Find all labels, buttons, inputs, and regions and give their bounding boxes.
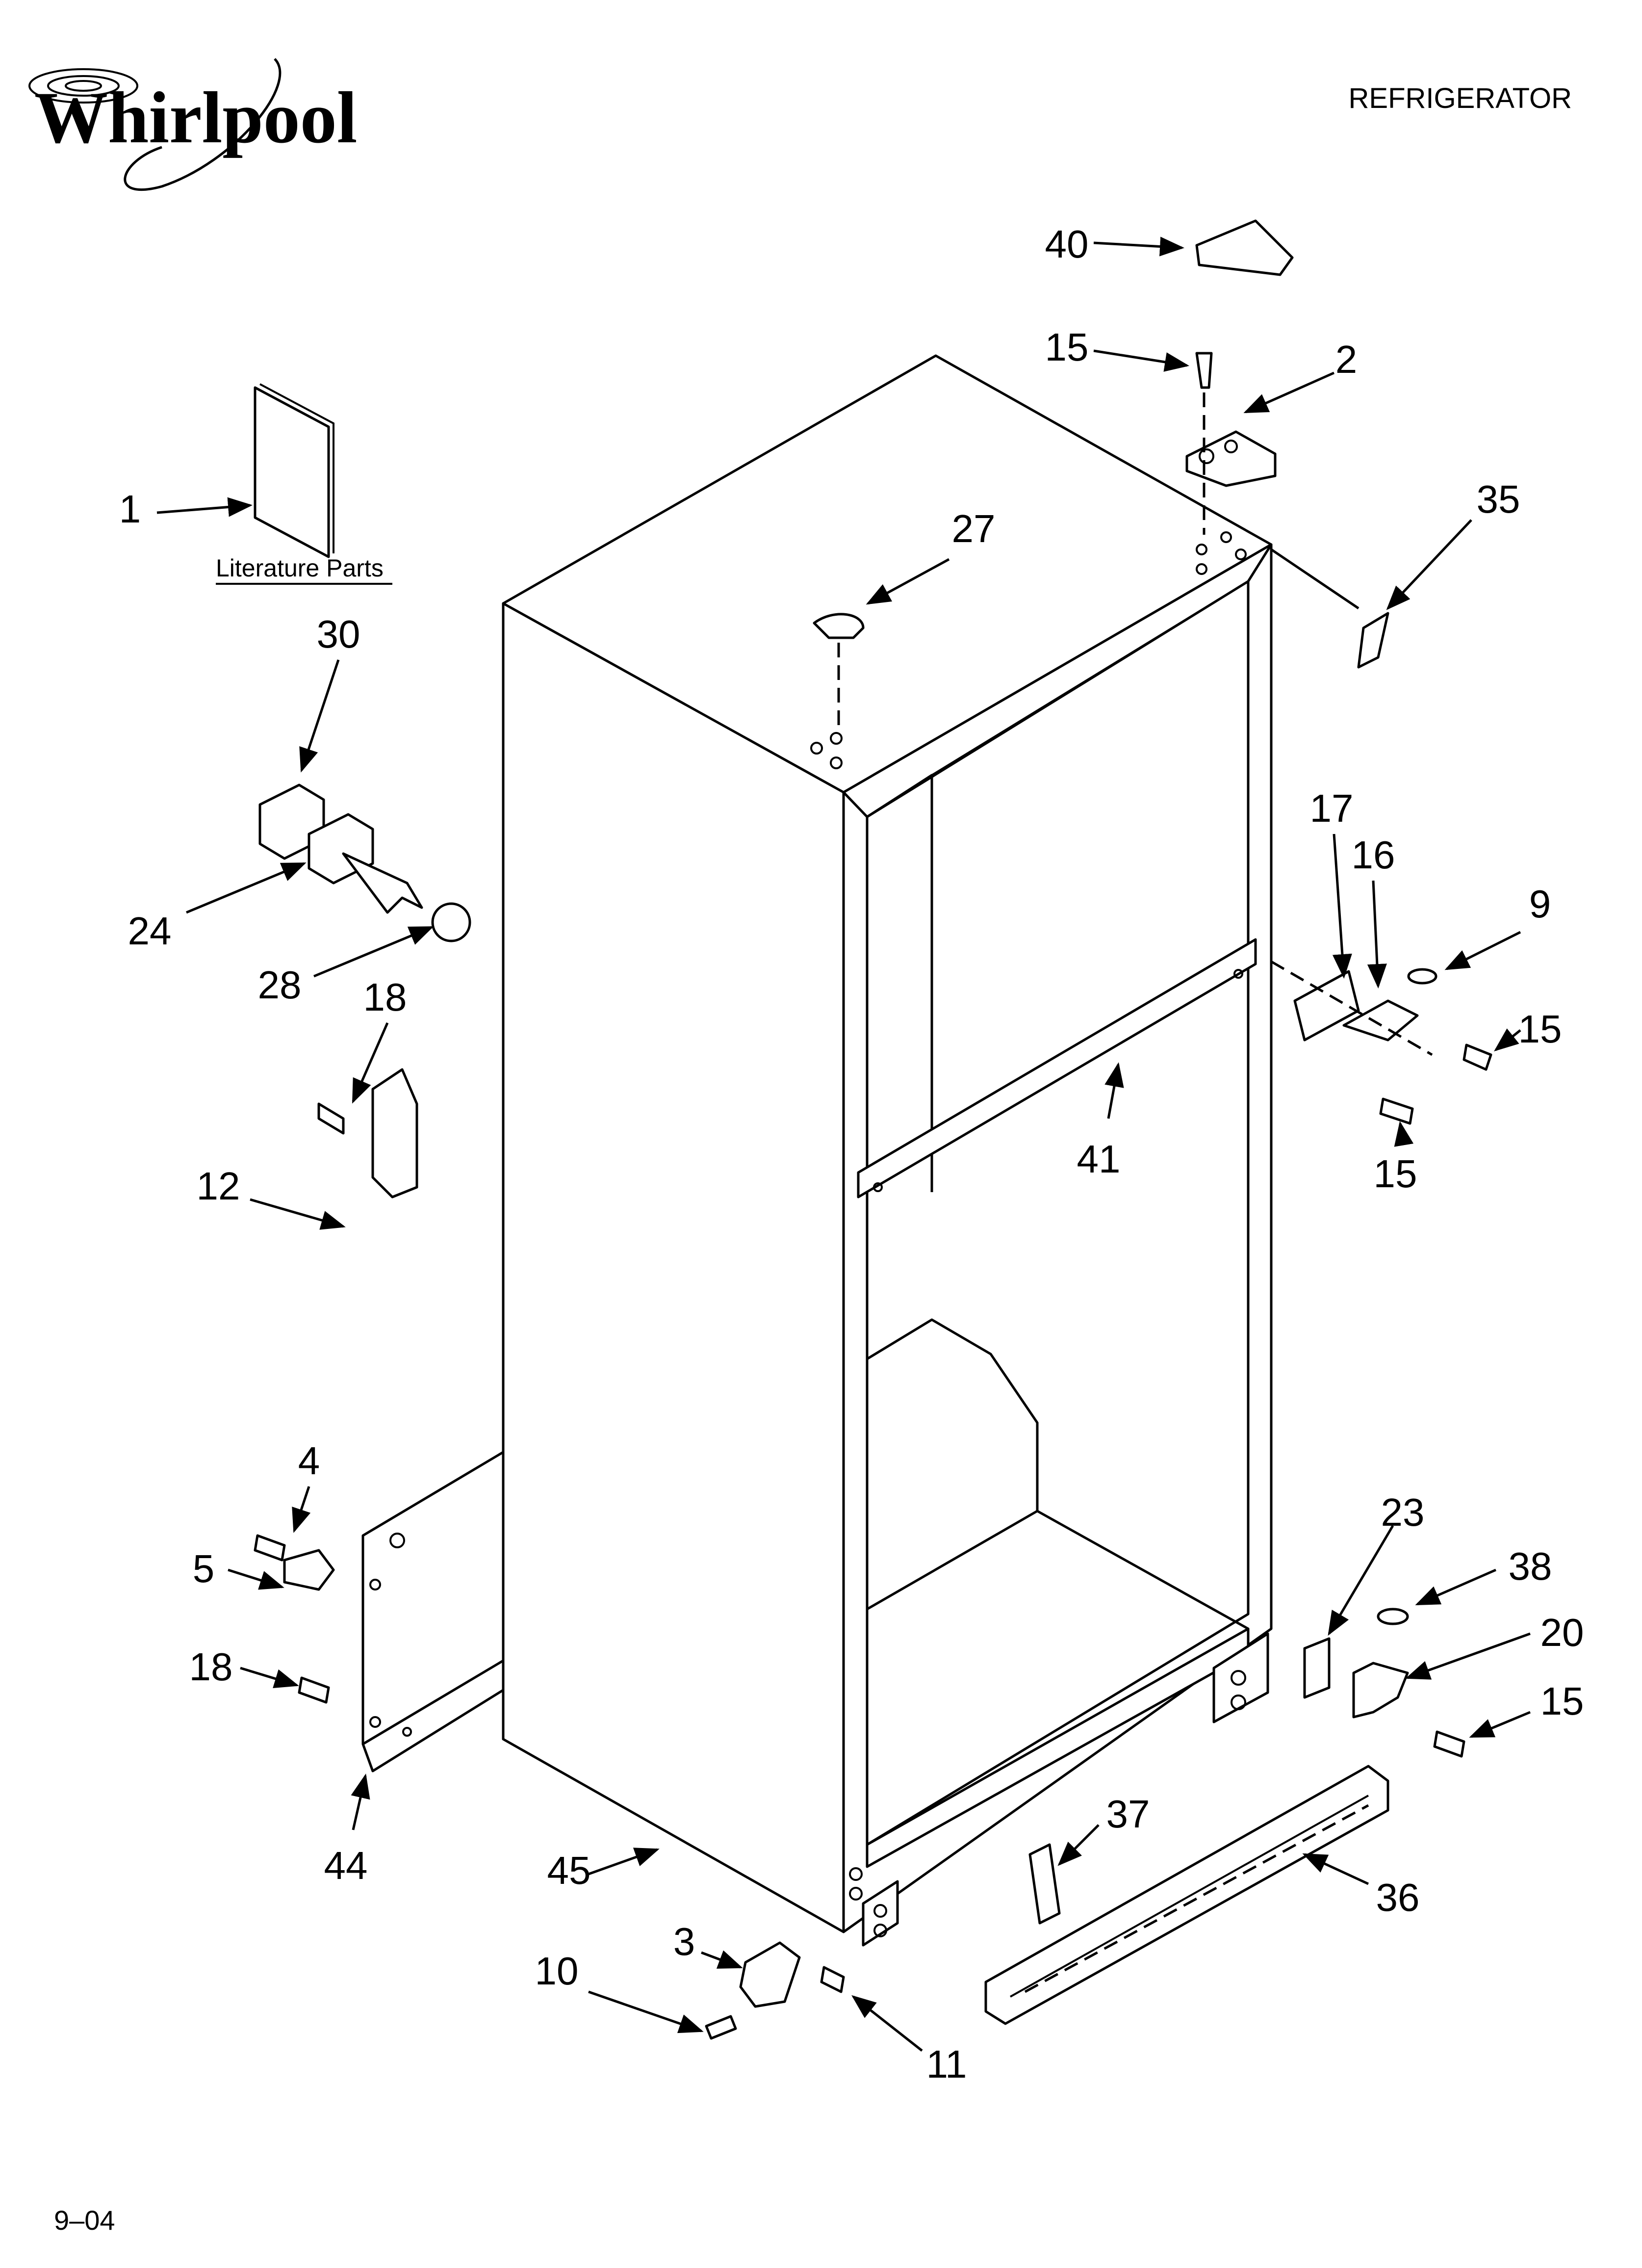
callout-4: 4 bbox=[298, 1439, 320, 1483]
screw-part bbox=[1379, 1097, 1414, 1125]
screw-part bbox=[1195, 352, 1213, 389]
cabinet-assembly bbox=[502, 354, 1273, 1947]
callout-35: 35 bbox=[1477, 477, 1520, 521]
callout-18-bottom: 18 bbox=[189, 1645, 233, 1689]
literature-parts-label: Literature Parts bbox=[216, 554, 384, 582]
shim-part bbox=[1293, 970, 1360, 1042]
rear-panel-outline bbox=[361, 1451, 504, 1746]
callout-16: 16 bbox=[1352, 833, 1395, 877]
brand-logo: Whirlpool bbox=[28, 58, 357, 191]
callout-10: 10 bbox=[535, 1949, 579, 1993]
callout-15-mid: 15 bbox=[1374, 1152, 1417, 1196]
callout-24: 24 bbox=[128, 909, 172, 953]
callout-15-right: 15 bbox=[1518, 1007, 1562, 1051]
grille-clip-part bbox=[1028, 1843, 1061, 1925]
callout-17: 17 bbox=[1310, 786, 1354, 830]
callout-28: 28 bbox=[258, 963, 302, 1007]
callout-15-bottom: 15 bbox=[1540, 1679, 1584, 1723]
product-title: REFRIGERATOR bbox=[1349, 82, 1572, 114]
leader-lines bbox=[156, 236, 1531, 2052]
screw-part bbox=[1462, 1043, 1492, 1071]
callout-18-top: 18 bbox=[363, 975, 407, 1019]
callout-36: 36 bbox=[1376, 1876, 1420, 1919]
brand-wordmark: Whirlpool bbox=[34, 77, 357, 158]
screw-part bbox=[820, 1966, 845, 1993]
grommet-part bbox=[431, 902, 471, 942]
center-hinge-part bbox=[1342, 999, 1419, 1042]
screw-part bbox=[254, 1534, 286, 1562]
shim-part bbox=[1303, 1637, 1331, 1699]
callout-1: 1 bbox=[119, 487, 141, 531]
callout-11: 11 bbox=[926, 2042, 967, 2086]
screw-part bbox=[1433, 1730, 1465, 1758]
date-code: 9–04 bbox=[54, 2205, 115, 2236]
plug-part bbox=[813, 613, 865, 639]
callout-2: 2 bbox=[1335, 338, 1358, 381]
callout-45: 45 bbox=[547, 1849, 591, 1892]
callout-5: 5 bbox=[193, 1547, 215, 1590]
bracket-part bbox=[371, 1068, 418, 1199]
callout-12: 12 bbox=[197, 1164, 240, 1208]
callout-3: 3 bbox=[673, 1920, 695, 1963]
screw-part bbox=[317, 1102, 345, 1135]
hinge-cover-part bbox=[1357, 612, 1389, 669]
callout-23: 23 bbox=[1381, 1490, 1425, 1534]
callout-labels: 1 2 40 15 35 27 30 24 28 18 12 17 16 9 1… bbox=[119, 222, 1584, 2086]
callout-44: 44 bbox=[324, 1844, 368, 1887]
callout-38: 38 bbox=[1509, 1544, 1552, 1588]
callout-9: 9 bbox=[1529, 882, 1551, 926]
washer-part bbox=[1407, 968, 1437, 985]
callout-15-top: 15 bbox=[1045, 325, 1089, 369]
callout-37: 37 bbox=[1106, 1792, 1150, 1836]
top-hinge-part bbox=[1185, 430, 1277, 487]
callout-20: 20 bbox=[1540, 1611, 1584, 1654]
callout-30: 30 bbox=[317, 612, 360, 656]
pin-part bbox=[705, 2015, 737, 2040]
literature-booklet bbox=[254, 383, 334, 558]
screw-part bbox=[298, 1676, 330, 1704]
hinge-cap-part bbox=[1195, 219, 1294, 276]
roller-part bbox=[739, 1941, 801, 2008]
clamp-part bbox=[283, 1549, 335, 1591]
bottom-hinge-part bbox=[1352, 1662, 1409, 1719]
callout-40: 40 bbox=[1045, 222, 1089, 266]
washer-part bbox=[1377, 1608, 1409, 1625]
callout-41: 41 bbox=[1077, 1137, 1121, 1181]
callout-27: 27 bbox=[952, 507, 996, 550]
